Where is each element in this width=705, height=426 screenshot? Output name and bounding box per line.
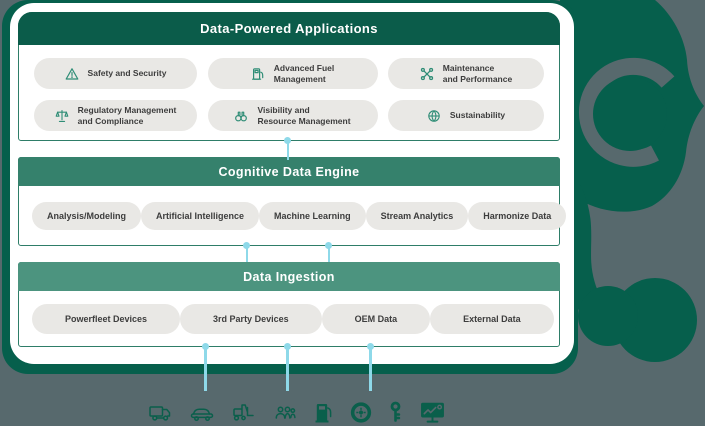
connector-engine-to-ingestion-left [243, 242, 250, 262]
connector-ingestion-to-devices-left [202, 343, 209, 391]
data-source-icons-row [148, 400, 446, 424]
architecture-card: Data-Powered Applications Safety and Sec… [10, 3, 574, 364]
key-icon [388, 401, 404, 424]
pill-machine-learning: Machine Learning [259, 202, 366, 230]
connector-dot [284, 137, 291, 144]
section-cognitive-data-engine: Cognitive Data Engine Analysis/Modeling … [18, 157, 567, 246]
section-title: Data Ingestion [18, 262, 560, 291]
section-data-powered-applications: Data-Powered Applications Safety and Sec… [18, 12, 560, 141]
brand-center-dot [593, 77, 667, 151]
connector-ingestion-to-devices-right [367, 343, 374, 391]
section-body: Analysis/Modeling Artificial Intelligenc… [19, 186, 567, 246]
pill-label: Safety and Security [87, 68, 167, 79]
connector-line [286, 143, 289, 160]
pill-regulatory-management: Regulatory Management and Compliance [34, 100, 197, 131]
connector-line [286, 349, 289, 391]
connector-ingestion-to-devices-middle [284, 343, 291, 391]
pill-row: Safety and Security Advanced Fuel Manage… [34, 58, 544, 89]
section-body: Safety and Security Advanced Fuel Manage… [19, 45, 559, 131]
fuel-pump-icon [251, 67, 265, 81]
dashboard-monitor-icon [419, 400, 446, 424]
pill-harmonize-data: Harmonize Data [468, 202, 567, 230]
pill-oem-data: OEM Data [321, 304, 431, 334]
brand-blob-bottom-left [578, 286, 638, 346]
section-title: Cognitive Data Engine [18, 157, 560, 186]
connector-apps-to-engine [284, 137, 291, 160]
connector-line [369, 349, 372, 391]
scales-icon [55, 109, 69, 123]
tire-icon [349, 401, 373, 424]
crossed-wrenches-icon [420, 67, 434, 81]
pill-stream-analytics: Stream Analytics [365, 202, 469, 230]
binoculars-icon [234, 109, 248, 123]
pill-analysis-modeling: Analysis/Modeling [32, 202, 142, 230]
section-body: Powerfleet Devices 3rd Party Devices OEM… [19, 291, 559, 347]
pill-label: Visibility and Resource Management [257, 105, 351, 126]
section-data-ingestion: Data Ingestion Powerfleet Devices 3rd Pa… [18, 262, 560, 347]
pill-visibility-resource-management: Visibility and Resource Management [207, 100, 378, 131]
pill-row: Regulatory Management and Compliance Vis… [34, 100, 544, 131]
pill-sustainability: Sustainability [388, 100, 544, 131]
connector-dot [243, 242, 250, 249]
pill-powerfleet-devices: Powerfleet Devices [32, 304, 181, 334]
brand-ring [578, 57, 675, 167]
brand-blob-bottom-right [613, 278, 697, 362]
connector-dot [367, 343, 374, 350]
pill-advanced-fuel-management: Advanced Fuel Management [207, 58, 378, 89]
people-icon [272, 402, 299, 424]
pill-external-data: External Data [430, 304, 554, 334]
connector-dot [202, 343, 209, 350]
connector-engine-to-ingestion-right [325, 242, 332, 262]
connector-line [204, 349, 207, 391]
pill-safety-and-security: Safety and Security [34, 58, 197, 89]
connector-dot [284, 343, 291, 350]
warning-triangle-icon [65, 67, 79, 81]
connector-line [327, 248, 330, 262]
pill-artificial-intelligence: Artificial Intelligence [141, 202, 260, 230]
powerfleet-brand-mark [560, 0, 704, 362]
forklift-icon [230, 402, 257, 424]
connector-dot [325, 242, 332, 249]
section-title: Data-Powered Applications [18, 12, 560, 45]
pill-maintenance-and-performance: Maintenance and Performance [388, 58, 544, 89]
truck-icon [148, 402, 174, 424]
car-icon [189, 402, 215, 424]
pill-label: Sustainability [449, 110, 506, 121]
globe-leaf-icon [427, 109, 441, 123]
connector-line [245, 248, 248, 262]
pill-label: Advanced Fuel Management [273, 63, 335, 84]
fuel-pump-icon [314, 401, 334, 424]
pill-3rd-party-devices: 3rd Party Devices [180, 304, 322, 334]
pill-label: Regulatory Management and Compliance [77, 105, 177, 126]
pill-label: Maintenance and Performance [442, 63, 513, 84]
